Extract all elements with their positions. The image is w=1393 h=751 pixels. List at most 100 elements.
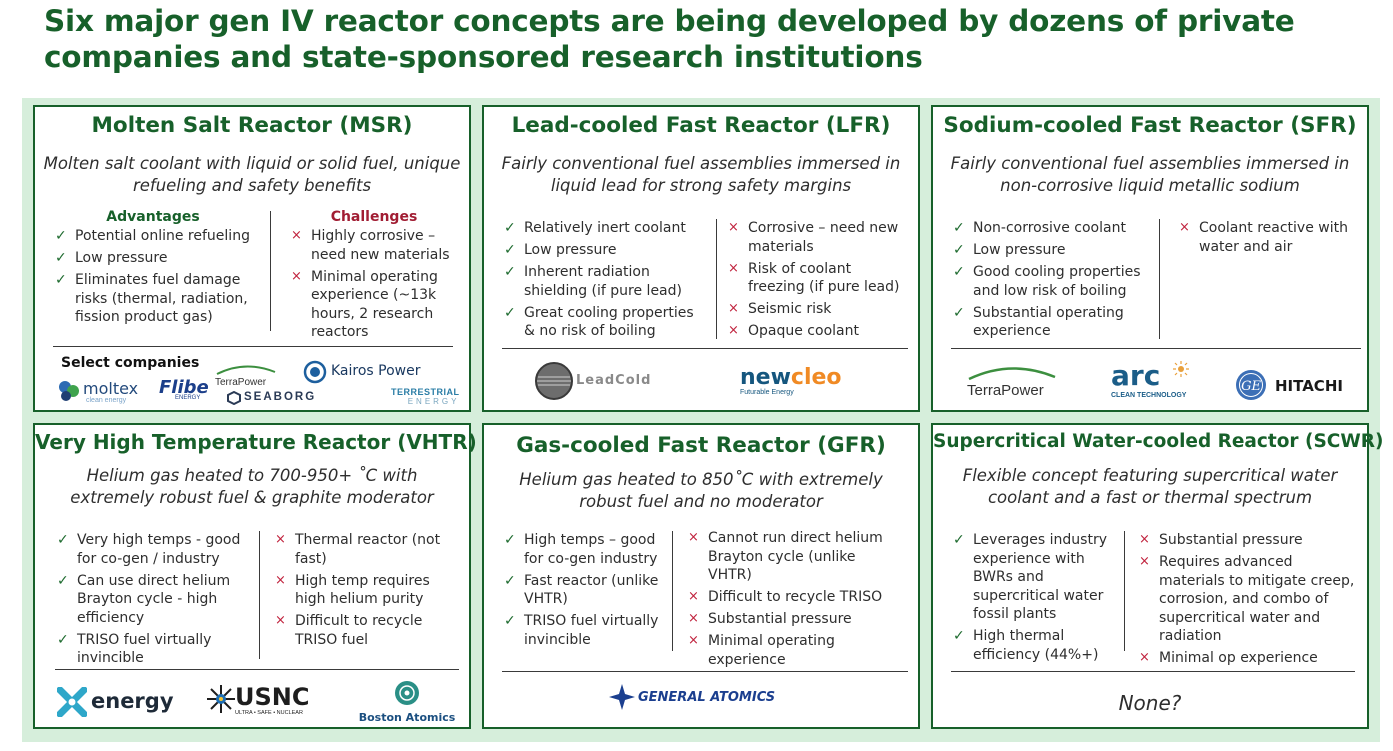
gfr-divider [672, 531, 673, 651]
advantage-item: ✓High temps – good for co-gen industry [502, 531, 662, 568]
terrapower-logo-msr: TerraPower [215, 363, 277, 388]
msr-card: Molten Salt Reactor (MSR) Molten salt co… [33, 105, 471, 412]
challenge-item: ×Cannot run direct helium Brayton cycle … [686, 529, 886, 585]
vhtr-card: Very High Temperature Reactor (VHTR) Hel… [33, 423, 477, 729]
seaborg-logo: SEABORG [227, 390, 314, 410]
challenge-text: Opaque coolant [748, 323, 859, 339]
check-mark-icon: ✓ [57, 532, 69, 548]
check-mark-icon: ✓ [953, 242, 965, 258]
cross-mark-icon: × [728, 260, 739, 276]
challenge-item: ×Minimal operating experience [686, 632, 886, 669]
challenge-item: ×Requires advanced materials to mitigate… [1137, 553, 1355, 646]
scwr-advantages-list: ✓ Leverages industry experience with BWRs… [951, 531, 1111, 664]
advantage-text: High thermal efficiency (44%+) [973, 628, 1099, 663]
kairos-wordmark: Kairos Power [331, 363, 421, 379]
lfr-challenges-list: ×Corrosive – need new materials×Risk of … [726, 219, 906, 341]
challenge-item: ×Substantial pressure [1137, 531, 1355, 550]
scwr-title: Supercritical Water-cooled Reactor (SCWR… [933, 431, 1384, 452]
vhtr-divider [259, 531, 260, 659]
newcleo-logo: newcleo Futurable Energy [740, 365, 842, 397]
leadcold-wordmark: LeadCold [576, 373, 652, 388]
check-mark-icon: ✓ [953, 628, 965, 644]
challenge-text: Risk of coolant freezing (if pure lead) [748, 260, 900, 296]
advantage-text: Leverages industry experience with BWRs … [973, 532, 1107, 622]
advantage-item: ✓ TRISO fuel virtually invincible [55, 631, 245, 668]
lfr-advantages: ✓Relatively inert coolant✓Low pressure✓I… [502, 219, 702, 344]
ge-monogram-text: GE [1241, 379, 1261, 394]
gfr-challenges-list: ×Cannot run direct helium Brayton cycle … [686, 529, 886, 669]
advantage-text: Low pressure [524, 242, 617, 258]
advantage-text: Great cooling properties & no risk of bo… [524, 304, 694, 340]
scwr-advantages: ✓ Leverages industry experience with BWRs… [951, 531, 1111, 668]
gfr-subtitle-line-1: Helium gas heated to 850˚C with extremel… [519, 470, 883, 489]
check-mark-icon: ✓ [57, 631, 69, 648]
scwr-subtitle: Flexible concept featuring supercritical… [941, 465, 1359, 509]
gfr-challenges: ×Cannot run direct helium Brayton cycle … [686, 529, 886, 673]
advantage-text: Fast reactor (unlike VHTR) [524, 572, 659, 608]
sfr-challenges: ×Coolant reactive with water and air [1177, 219, 1357, 260]
challenge-item: ×High temp requires high helium purity [273, 572, 459, 609]
terrapower-swoosh-icon [968, 367, 1056, 381]
cross-mark-icon: × [1179, 220, 1190, 235]
challenge-text: Requires advanced materials to mitigate … [1159, 554, 1355, 644]
scwr-card: Supercritical Water-cooled Reactor (SCWR… [931, 423, 1384, 729]
terrapower-wordmark-msr: TerraPower [215, 377, 267, 388]
advantage-text: Low pressure [75, 250, 168, 266]
moltex-logo: moltex clean energy [57, 379, 138, 408]
advantage-text: Good cooling properties and low risk of … [973, 264, 1141, 299]
advantage-text: High temps – good for co-gen industry [524, 532, 658, 567]
advantage-text: TRISO fuel virtually invincible [77, 631, 212, 667]
advantage-text: Potential online refueling [75, 228, 250, 244]
advantage-item: ✓Low pressure [53, 249, 253, 268]
challenge-item: ×Difficult to recycle TRISO [686, 588, 886, 607]
select-companies-label: Select companies [61, 355, 200, 371]
gfr-logo-divider [502, 671, 908, 672]
boston-atomics-wordmark: Boston Atomics [358, 711, 456, 724]
challenge-text: Difficult to recycle TRISO fuel [295, 613, 423, 648]
check-mark-icon: ✓ [953, 532, 965, 548]
sfr-divider [1159, 219, 1160, 339]
page-title-line-2: companies and state-sponsored research i… [44, 40, 923, 74]
cross-mark-icon: × [291, 228, 302, 243]
advantage-item: ✓Low pressure [502, 241, 702, 260]
sfr-challenges-list: ×Coolant reactive with water and air [1177, 219, 1357, 256]
msr-advantages-list: ✓ Potential online refueling ✓Low pressure… [53, 227, 253, 327]
boston-atomics-icon [395, 681, 419, 705]
challenge-text: Minimal operating experience [708, 633, 835, 668]
lfr-challenges: ×Corrosive – need new materials×Risk of … [726, 219, 906, 344]
scwr-logo-divider [951, 671, 1355, 672]
terrapower-wordmark-sfr: TerraPower [967, 382, 1044, 399]
terrestrial-logo: TERRESTRIAL ENERGY [391, 387, 460, 406]
moltex-tagline: clean energy [86, 397, 127, 404]
advantage-text: Low pressure [973, 242, 1066, 258]
msr-logo-divider [53, 346, 453, 347]
cross-mark-icon: × [688, 611, 699, 626]
general-atomics-logo: GENERAL ATOMICS [608, 683, 775, 716]
msr-challenges-heading: Challenges [330, 209, 418, 225]
vhtr-challenges: ×Thermal reactor (not fast) ×High temp re… [273, 531, 459, 653]
advantage-text: Non-corrosive coolant [973, 220, 1126, 236]
seaborg-icon [227, 390, 241, 406]
check-mark-icon: ✓ [57, 572, 69, 589]
advantage-item: ✓ High thermal efficiency (44%+) [951, 627, 1111, 664]
advantage-item: ✓Relatively inert coolant [502, 219, 702, 238]
cross-mark-icon: × [728, 323, 739, 338]
page-title: Six major gen IV reactor concepts are be… [44, 3, 1364, 75]
usnc-starburst-icon [207, 685, 235, 713]
hitachi-wordmark: HITACHI [1275, 377, 1343, 395]
terrestrial-wordmark: TERRESTRIAL [391, 387, 460, 397]
general-atomics-wordmark: GENERAL ATOMICS [638, 690, 776, 705]
advantage-item: ✓Eliminates fuel damage risks (thermal, … [53, 271, 253, 327]
leadcold-icon [535, 362, 573, 400]
msr-subtitle-line-1: Molten salt coolant with liquid or solid… [43, 154, 461, 173]
flibe-logo: Flibe ENERGY [159, 377, 209, 401]
vhtr-advantages-list: ✓Very high temps - good for co-gen / ind… [55, 531, 245, 668]
check-mark-icon: ✓ [55, 228, 67, 244]
advantage-item: ✓TRISO fuel virtually invincible [502, 612, 662, 649]
msr-subtitle-line-2: refueling and safety benefits [132, 176, 372, 195]
challenge-item: ×Thermal reactor (not fast) [273, 531, 459, 568]
check-mark-icon: ✓ [953, 304, 965, 321]
msr-subtitle: Molten salt coolant with liquid or solid… [43, 153, 461, 197]
challenge-item: ×Minimal op experience [1137, 649, 1355, 668]
gfr-subtitle: Helium gas heated to 850˚C with extremel… [492, 469, 910, 513]
